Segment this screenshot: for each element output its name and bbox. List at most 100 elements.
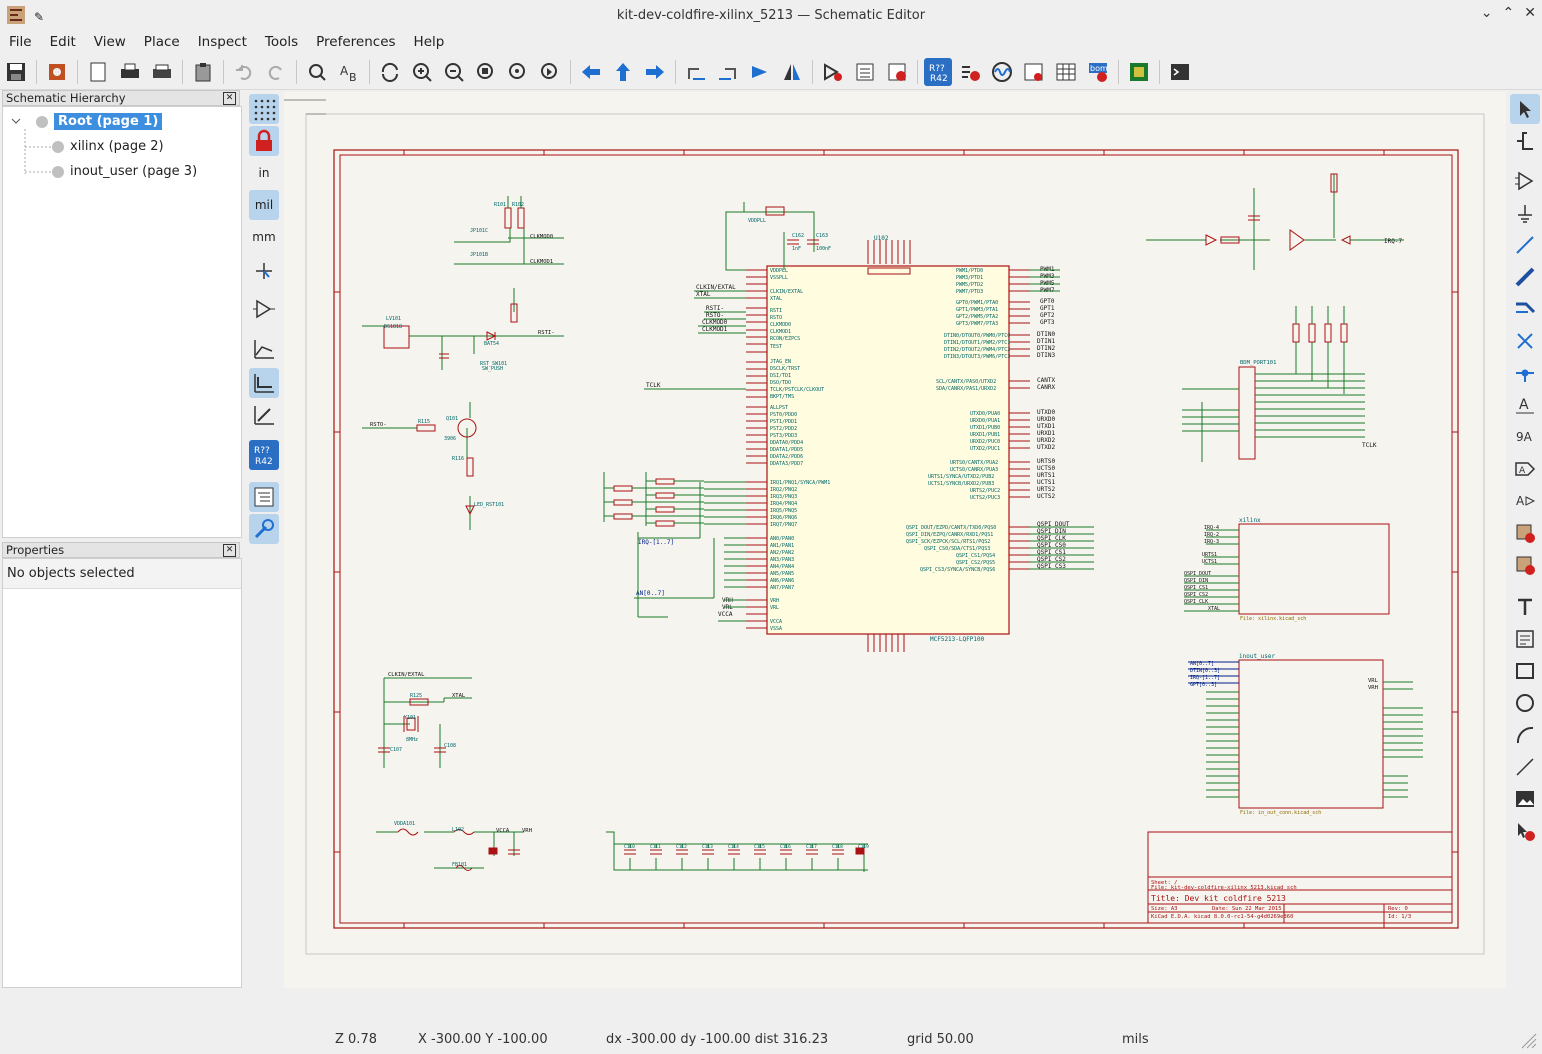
add-line-icon[interactable] [1510, 752, 1540, 782]
add-hier-label-icon[interactable]: A [1510, 486, 1540, 516]
field-editor-icon[interactable] [1020, 58, 1048, 86]
menu-help[interactable]: Help [413, 34, 445, 50]
maximize-icon[interactable]: ⌃ [1502, 5, 1515, 21]
close-icon[interactable]: ✕ [223, 543, 236, 557]
add-junction-icon[interactable] [1510, 358, 1540, 388]
add-global-label-icon[interactable]: A [1510, 454, 1540, 484]
bom-icon[interactable]: bom [1084, 58, 1112, 86]
pin-icon[interactable]: ✎ [34, 10, 45, 24]
redo-icon[interactable] [262, 58, 290, 86]
menu-inspect[interactable]: Inspect [197, 34, 247, 50]
simulator-icon[interactable] [988, 58, 1016, 86]
units-inch-button[interactable]: in [249, 158, 279, 188]
add-bus-icon[interactable] [1510, 262, 1540, 292]
add-symbol-icon[interactable] [1510, 166, 1540, 196]
mirror-horizontal-icon[interactable] [778, 58, 806, 86]
tree-item-root[interactable]: Root (page 1) [36, 113, 163, 130]
add-sheet-icon[interactable] [1510, 518, 1540, 548]
schematic-canvas[interactable]: Sheet: / File: kit-dev-coldfire-xilinx_5… [284, 92, 1506, 988]
svg-text:9A: 9A [1516, 430, 1533, 444]
add-power-icon[interactable] [1510, 198, 1540, 228]
select-arrow-icon[interactable] [1510, 94, 1540, 124]
svg-text:8MHz: 8MHz [406, 737, 418, 743]
tree-item-inout-user[interactable]: inout_user (page 3) [52, 164, 197, 179]
zoom-fit-icon[interactable] [472, 58, 500, 86]
add-text-icon[interactable] [1510, 592, 1540, 622]
properties-panel-toggle-icon[interactable] [249, 514, 279, 544]
units-mm-button[interactable]: mm [249, 222, 279, 252]
line-mode-90-icon[interactable] [249, 368, 279, 398]
navigate-up-icon[interactable] [609, 58, 637, 86]
add-image-icon[interactable] [1510, 784, 1540, 814]
sheet-icon [36, 115, 48, 128]
units-mil-button[interactable]: mil [249, 190, 279, 220]
add-wire-icon[interactable] [1510, 230, 1540, 260]
close-icon[interactable]: ✕ [1524, 5, 1536, 21]
hidden-pins-icon[interactable] [249, 294, 279, 324]
undo-icon[interactable] [230, 58, 258, 86]
add-rectangle-icon[interactable] [1510, 656, 1540, 686]
add-arc-icon[interactable] [1510, 720, 1540, 750]
zoom-selection-icon[interactable] [536, 58, 564, 86]
svg-text:URTS2/PUC2: URTS2/PUC2 [970, 488, 1000, 494]
pcb-editor-icon[interactable] [1125, 58, 1153, 86]
save-icon[interactable] [2, 58, 30, 86]
menu-place[interactable]: Place [143, 34, 180, 50]
cursor-full-icon[interactable] [249, 256, 279, 286]
schematic-setup-icon[interactable] [43, 58, 71, 86]
zoom-objects-icon[interactable] [504, 58, 532, 86]
svg-text:JTAG_EN: JTAG_EN [770, 359, 791, 365]
find-icon[interactable] [303, 58, 331, 86]
mcu-symbol[interactable] [766, 265, 1010, 635]
delete-tool-icon[interactable] [1510, 816, 1540, 846]
symbol-browser-icon[interactable] [851, 58, 879, 86]
resize-grip-icon[interactable] [1518, 1030, 1538, 1054]
menu-view[interactable]: View [93, 34, 126, 50]
minimize-icon[interactable]: ⌄ [1480, 5, 1493, 21]
add-label-icon[interactable]: A [1510, 390, 1540, 420]
highlight-net-icon[interactable] [1510, 126, 1540, 156]
plot-icon[interactable] [148, 58, 176, 86]
navigate-back-icon[interactable] [577, 58, 605, 86]
annotate-icon[interactable]: R??R42 [924, 58, 952, 86]
print-icon[interactable] [116, 58, 144, 86]
field-table-icon[interactable] [1052, 58, 1080, 86]
page-settings-icon[interactable] [84, 58, 112, 86]
erc-icon[interactable] [956, 58, 984, 86]
mirror-vertical-icon[interactable] [746, 58, 774, 86]
zoom-in-icon[interactable] [408, 58, 436, 86]
symbol-editor-icon[interactable] [819, 58, 847, 86]
add-net-class-icon[interactable]: 9A [1510, 422, 1540, 452]
rotate-cw-icon[interactable] [714, 58, 742, 86]
no-connect-icon[interactable] [1510, 326, 1540, 356]
menu-file[interactable]: File [9, 34, 32, 50]
close-icon[interactable]: ✕ [223, 91, 236, 105]
refresh-icon[interactable] [376, 58, 404, 86]
lock-icon[interactable] [249, 126, 279, 156]
hierarchy-panel-toggle-icon[interactable] [249, 482, 279, 512]
menu-tools[interactable]: Tools [264, 34, 299, 50]
add-bus-entry-icon[interactable] [1510, 294, 1540, 324]
scripting-console-icon[interactable] [1166, 58, 1194, 86]
grid-toggle-icon[interactable] [249, 94, 279, 124]
line-mode-free-icon[interactable] [249, 334, 279, 364]
add-circle-icon[interactable] [1510, 688, 1540, 718]
rotate-ccw-icon[interactable] [682, 58, 710, 86]
tree-item-xilinx[interactable]: xilinx (page 2) [52, 139, 164, 154]
annotate-icon[interactable]: R??R42 [249, 440, 279, 470]
line-mode-45-icon[interactable] [249, 400, 279, 430]
navigate-forward-icon[interactable] [641, 58, 669, 86]
svg-text:GPT1/PWM3/PTA1: GPT1/PWM3/PTA1 [956, 307, 998, 313]
paste-icon[interactable] [189, 58, 217, 86]
menu-preferences[interactable]: Preferences [316, 34, 396, 50]
import-sheet-pin-icon[interactable] [1510, 550, 1540, 580]
inout-sheet-symbol[interactable] [1238, 659, 1384, 809]
zoom-out-icon[interactable] [440, 58, 468, 86]
svg-text:PST2/PDD2: PST2/PDD2 [770, 426, 797, 432]
xilinx-sheet-symbol[interactable] [1238, 523, 1390, 615]
add-textbox-icon[interactable] [1510, 624, 1540, 654]
menu-edit[interactable]: Edit [49, 34, 76, 50]
footprint-assign-icon[interactable] [883, 58, 911, 86]
net-clkmod1: CLKMOD1 [702, 326, 728, 333]
